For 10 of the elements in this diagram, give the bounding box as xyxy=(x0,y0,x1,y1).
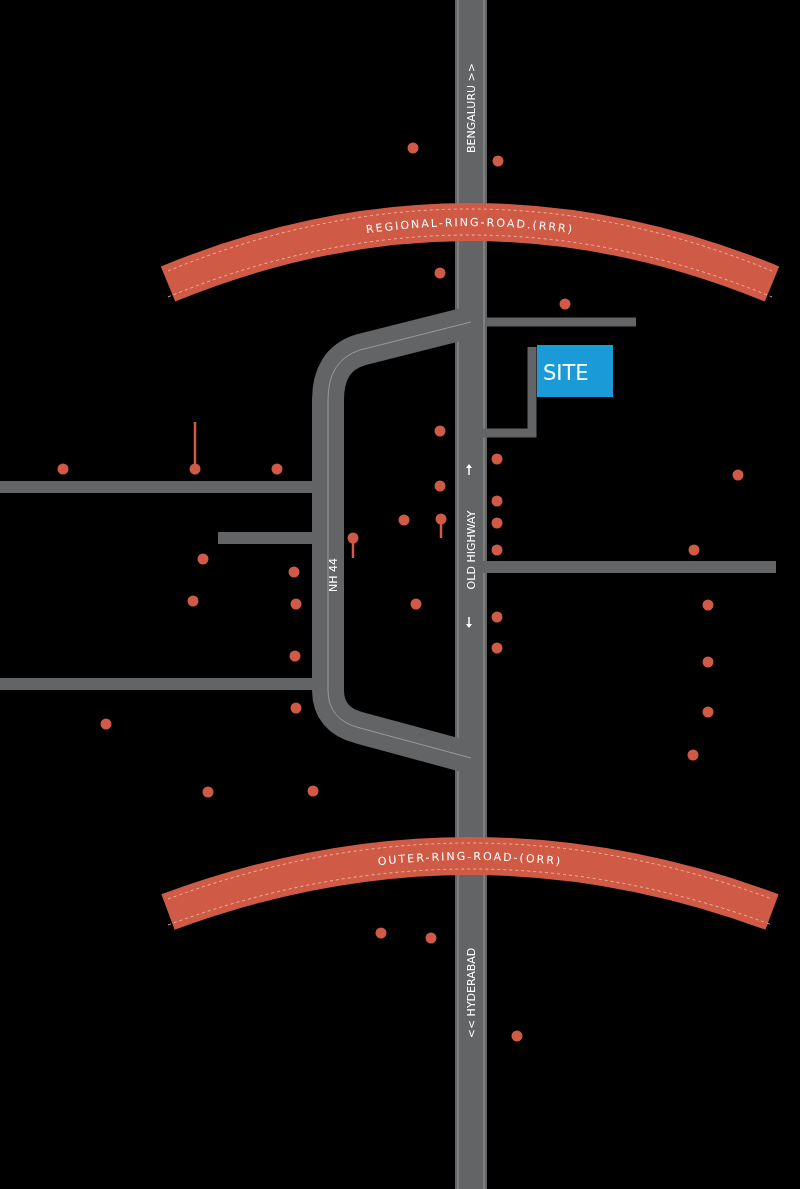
site-label: SITE xyxy=(543,361,589,385)
site-marker xyxy=(537,345,613,397)
ring-road-band xyxy=(161,837,779,930)
road-label: OUTER-RING-ROAD-(ORR) xyxy=(377,850,563,869)
road-label: REGIONAL-RING-ROAD.(RRR) xyxy=(365,216,575,237)
road-label: OLD HIGHWAY xyxy=(465,510,478,590)
road-label: NH 44 xyxy=(327,558,340,592)
road-label: << HYDERABAD xyxy=(465,947,478,1039)
road-label: BENGALURU >> xyxy=(465,63,478,153)
ring-road-band xyxy=(161,203,779,302)
